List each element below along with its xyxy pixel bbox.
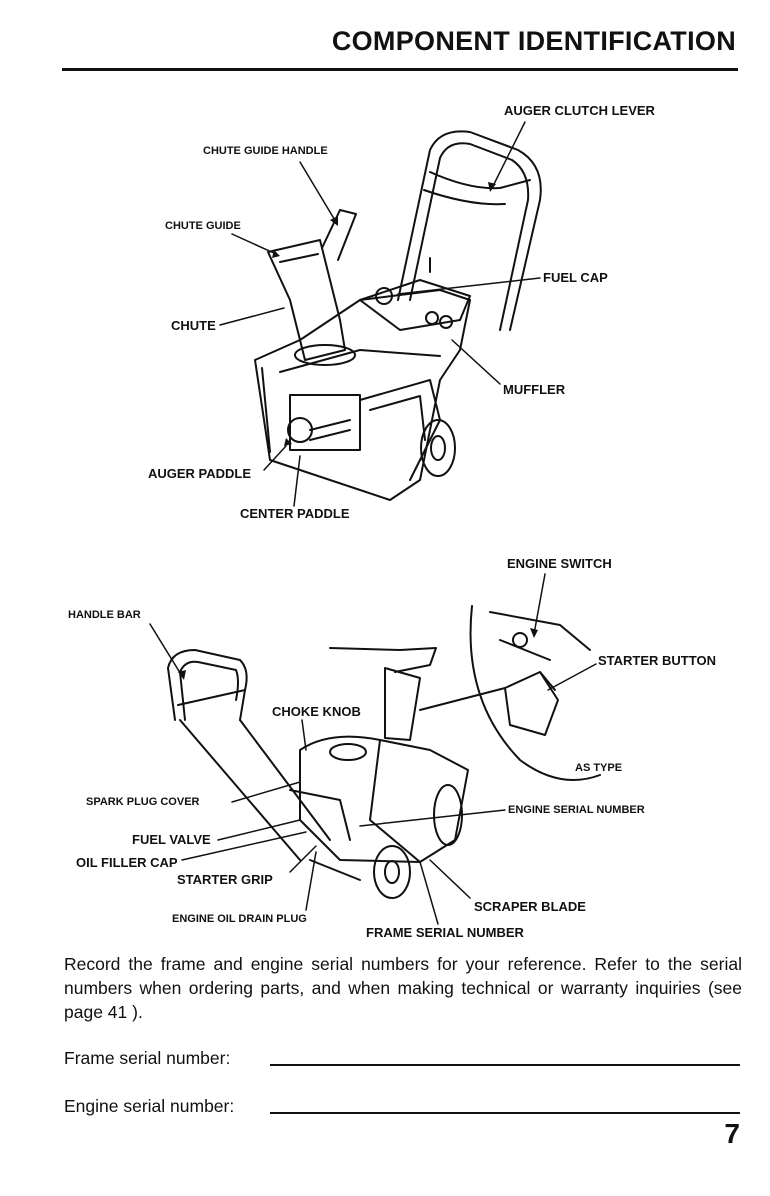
page-title: COMPONENT IDENTIFICATION xyxy=(331,26,736,56)
label-chute-guide-handle: CHUTE GUIDE HANDLE xyxy=(203,145,328,157)
title-rule xyxy=(62,68,738,71)
label-frame-serial-number: FRAME SERIAL NUMBER xyxy=(366,925,524,940)
label-fuel-cap: FUEL CAP xyxy=(543,270,608,285)
figure1-drawing xyxy=(254,130,542,501)
label-center-paddle: CENTER PADDLE xyxy=(240,506,350,521)
label-fuel-valve: FUEL VALVE xyxy=(132,832,211,847)
label-scraper-blade: SCRAPER BLADE xyxy=(474,899,586,914)
frame-serial-blank xyxy=(270,1064,740,1066)
label-auger-paddle: AUGER PADDLE xyxy=(148,466,252,481)
label-chute: CHUTE xyxy=(171,318,216,333)
label-starter-button: STARTER BUTTON xyxy=(598,653,716,668)
frame-serial-label: Frame serial number: xyxy=(64,1048,231,1068)
label-oil-filler-cap: OIL FILLER CAP xyxy=(76,855,178,870)
figure2-drawing xyxy=(167,605,601,899)
engine-serial-blank xyxy=(270,1112,740,1114)
label-starter-grip: STARTER GRIP xyxy=(177,872,273,887)
instruction-paragraph: Record the frame and engine serial numbe… xyxy=(64,954,742,1022)
label-auger-clutch-lever: AUGER CLUTCH LEVER xyxy=(504,103,655,118)
label-engine-serial-number: ENGINE SERIAL NUMBER xyxy=(508,804,645,816)
label-as-type: AS TYPE xyxy=(575,762,623,774)
label-handle-bar: HANDLE BAR xyxy=(68,609,141,621)
page-number: 7 xyxy=(724,1118,740,1149)
label-spark-plug-cover: SPARK PLUG COVER xyxy=(86,796,200,808)
label-chute-guide: CHUTE GUIDE xyxy=(165,220,241,232)
label-choke-knob: CHOKE KNOB xyxy=(272,704,361,719)
label-engine-switch: ENGINE SWITCH xyxy=(507,556,612,571)
label-engine-oil-drain-plug: ENGINE OIL DRAIN PLUG xyxy=(172,913,307,925)
engine-serial-label: Engine serial number: xyxy=(64,1096,235,1116)
label-muffler: MUFFLER xyxy=(503,382,566,397)
